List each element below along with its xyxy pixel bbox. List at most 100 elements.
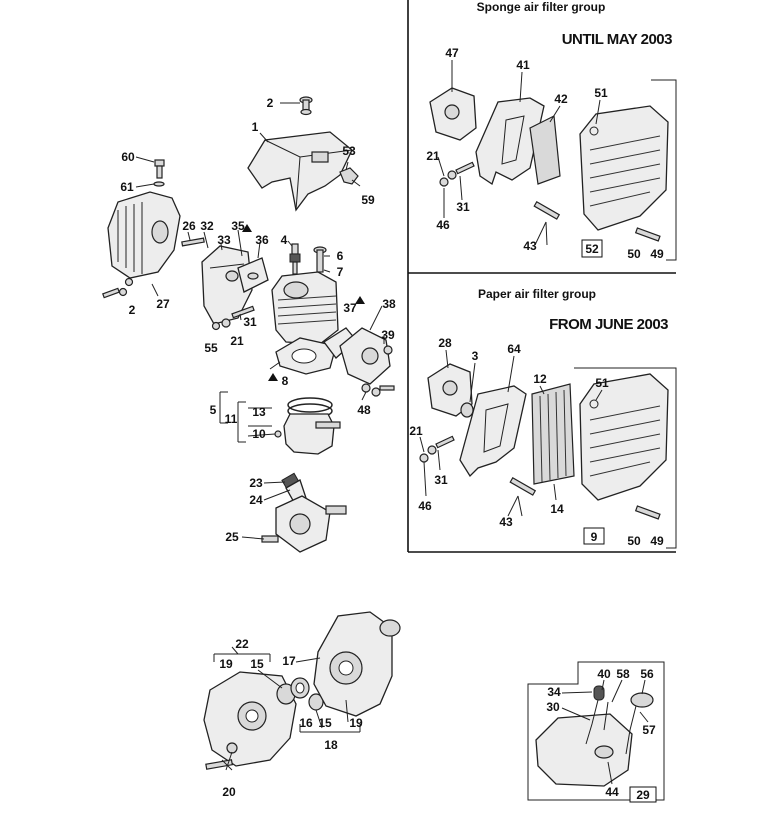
callout-2: 2: [267, 96, 274, 110]
callout-29: 29: [636, 788, 650, 802]
piston-part: [274, 413, 341, 455]
cylinder-part: [271, 271, 339, 345]
crankcase-bearings-part: [276, 677, 324, 711]
callout-35: 35: [231, 219, 245, 233]
leader-lines-fuel: [561, 679, 649, 785]
screw-part-26: [181, 237, 205, 247]
callout-19-left: 19: [219, 657, 233, 671]
leader-lines-paper: [419, 349, 603, 517]
callout-43-sponge: 43: [523, 239, 537, 253]
callout-31-sponge: 31: [456, 200, 470, 214]
callout-labels: 2 1 53 59 60 61 26 32 35 33 36 4 6 7 27 …: [120, 46, 664, 802]
callout-3: 3: [472, 349, 479, 363]
callout-53: 53: [342, 144, 356, 158]
paper-filter-base-part: [459, 385, 527, 478]
sponge-carburetor-part: [429, 87, 477, 141]
muffler-part: [201, 245, 253, 325]
callout-21-paper: 21: [409, 424, 423, 438]
clip-part: [339, 167, 359, 185]
callout-17: 17: [282, 654, 296, 668]
stud-part: [313, 246, 327, 273]
callout-52: 52: [585, 242, 599, 256]
warning-triangle-icon-37: [355, 296, 365, 304]
callout-15-right: 15: [318, 716, 332, 730]
crankcase-right-half-part: [313, 611, 401, 717]
callout-32: 32: [200, 219, 214, 233]
crankcase-left-half-part: [203, 671, 297, 767]
callout-41: 41: [516, 58, 530, 72]
callout-21-sponge: 21: [426, 149, 440, 163]
sponge-box-52: [581, 239, 603, 258]
callout-51-paper: 51: [595, 376, 609, 390]
warning-triangle-icon-35: [242, 224, 252, 232]
intake-screws-part: [361, 383, 395, 397]
callout-8: 8: [282, 374, 289, 388]
callout-24: 24: [249, 493, 263, 507]
callout-5: 5: [210, 403, 217, 417]
leader-lines-main: [135, 102, 385, 540]
intake-manifold-part: [339, 327, 393, 385]
callout-16: 16: [299, 716, 313, 730]
callout-44: 44: [605, 785, 619, 799]
fuel-tank-frame: [527, 661, 665, 803]
until-date-label: UNTIL MAY 2003: [562, 31, 672, 48]
sponge-filter-group-title: Sponge air filter group: [477, 0, 606, 14]
callout-15-left: 15: [250, 657, 264, 671]
callout-51: 51: [594, 86, 608, 100]
screw-part-60: [153, 159, 165, 187]
callout-30: 30: [546, 700, 560, 714]
callout-40: 40: [597, 667, 611, 681]
callout-50-paper: 50: [627, 534, 641, 548]
paper-filter-group-title: Paper air filter group: [478, 287, 596, 301]
screw-parts-left: [102, 277, 134, 299]
callout-46-sponge: 46: [436, 218, 450, 232]
paper-bracket-frame: [574, 367, 677, 549]
callout-27: 27: [156, 297, 170, 311]
callout-58: 58: [616, 667, 630, 681]
paper-screws-part: [419, 435, 661, 520]
callout-38: 38: [382, 297, 396, 311]
callout-56: 56: [640, 667, 654, 681]
callout-31: 31: [243, 315, 257, 329]
fuel-tank-part: [535, 713, 633, 787]
callout-19-right: 19: [349, 716, 363, 730]
callout-18: 18: [324, 738, 338, 752]
sponge-filter-base-part: [475, 97, 545, 186]
callout-20: 20: [222, 785, 236, 799]
paper-filter-element-part: [531, 383, 575, 485]
callout-46-paper: 46: [418, 499, 432, 513]
top-cover-part: [247, 131, 353, 212]
callout-49-sponge: 49: [650, 247, 664, 261]
warning-triangle-icon-8: [268, 373, 278, 381]
washer-parts: [211, 305, 255, 331]
callout-37: 37: [343, 301, 357, 315]
callout-10: 10: [252, 427, 266, 441]
paper-spacer-part: [460, 402, 474, 418]
callout-12: 12: [533, 372, 547, 386]
muffler-gasket-part: [237, 257, 269, 293]
callout-48: 48: [357, 403, 371, 417]
sponge-bracket-frame: [651, 79, 677, 261]
leader-lines-crankcase: [213, 646, 361, 771]
crankcase-screws-part: [205, 759, 234, 770]
callout-55: 55: [204, 341, 218, 355]
base-gasket-part: [275, 337, 337, 375]
callout-21: 21: [230, 334, 244, 348]
callout-57: 57: [642, 723, 656, 737]
callout-31-paper: 31: [434, 473, 448, 487]
callout-26: 26: [182, 219, 196, 233]
panel-borders: [407, 0, 676, 553]
callout-49-paper: 49: [650, 534, 664, 548]
callout-9: 9: [591, 530, 598, 544]
from-date-label: FROM JUNE 2003: [549, 316, 668, 333]
callout-22: 22: [235, 637, 249, 651]
callout-4: 4: [281, 233, 288, 247]
callout-34: 34: [547, 685, 561, 699]
paper-box-9: [583, 527, 605, 545]
paper-filter-cover-part: [579, 373, 669, 501]
callout-13: 13: [252, 405, 266, 419]
callout-6: 6: [337, 249, 344, 263]
callout-14: 14: [550, 502, 564, 516]
